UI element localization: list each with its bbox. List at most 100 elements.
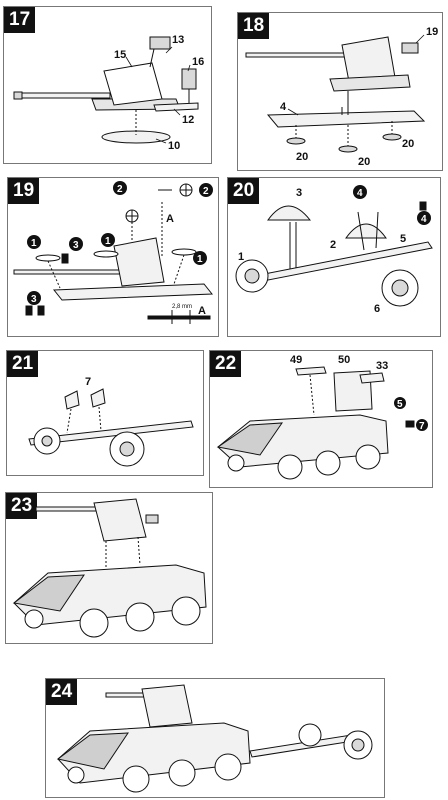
step-24-number: 24 <box>46 679 78 705</box>
vehicle-wheel-2 <box>315 450 341 476</box>
part-33-rail <box>359 372 385 384</box>
trailer-wheel-left <box>298 723 322 747</box>
gun-barrel <box>19 92 111 99</box>
part-49-bench <box>295 366 327 376</box>
step-22-number: 22 <box>210 351 242 377</box>
part-20-pad-right <box>382 133 402 141</box>
callout-1-left: 1 <box>31 238 37 249</box>
part-label-1: 1 <box>238 251 244 263</box>
part-label-50: 50 <box>338 354 350 366</box>
step-17-panel: 17 15 13 16 12 10 <box>3 6 212 164</box>
part-label-10: 10 <box>168 140 180 152</box>
step-17-number: 17 <box>4 7 36 33</box>
step-19-panel: 19 <box>7 177 219 337</box>
part-label-2: 2 <box>330 239 336 251</box>
step-17-illustration: 15 13 16 12 10 <box>13 34 204 152</box>
step-23-number: 23 <box>6 493 38 519</box>
part-label-49: 49 <box>290 354 302 366</box>
part-20-pad-center <box>338 145 358 153</box>
part-12-platform <box>153 102 199 112</box>
callout-2-left: 2 <box>117 184 123 195</box>
part-label-20-left: 20 <box>296 151 308 163</box>
vehicle-wheel-front <box>67 766 85 784</box>
vehicle-wheel-3 <box>171 596 201 626</box>
step-23-panel: 23 <box>5 492 213 644</box>
part-20-pad-left <box>286 137 306 145</box>
callout-1-right: 1 <box>197 254 203 265</box>
part-label-4: 4 <box>280 101 287 113</box>
vehicle-wheel-3 <box>214 753 242 781</box>
measure-rod <box>147 315 211 320</box>
step-24-illustration <box>56 684 373 793</box>
part-label-20-right: 20 <box>402 138 414 150</box>
step-24-panel: 24 <box>45 678 385 798</box>
vehicle-hood <box>216 422 283 456</box>
part-label-15: 15 <box>114 49 126 61</box>
step-23-illustration <box>12 498 207 638</box>
gun-cross-base <box>52 283 214 301</box>
vehicle-wheel-2 <box>125 602 155 632</box>
callout-4-right: 4 <box>421 214 427 225</box>
part-3-fender <box>267 205 312 221</box>
callout-7: 7 <box>419 421 425 432</box>
vehicle-hood <box>56 732 129 770</box>
part-label-12: 12 <box>182 114 194 126</box>
vehicle-wheel-front <box>24 609 44 629</box>
step-22-panel: 22 49 50 33 5 7 <box>209 350 433 488</box>
callout-4-top: 4 <box>357 188 363 199</box>
callout-3-bottom: 3 <box>31 294 37 305</box>
part-label-33: 33 <box>376 360 388 372</box>
part-13-sight <box>149 36 171 50</box>
callout-1-center: 1 <box>105 236 111 247</box>
part-label-5: 5 <box>400 233 406 245</box>
outrigger-pad-2 <box>93 250 119 258</box>
callout-5: 5 <box>397 399 403 410</box>
part-label-19: 19 <box>426 26 438 38</box>
part-label-13: 13 <box>172 34 184 46</box>
step-20-panel: 20 3 4 1 2 5 4 6 <box>227 177 441 337</box>
outrigger-pad-3 <box>171 248 197 256</box>
gun-mount <box>93 498 147 542</box>
step-19-illustration: 1 2 2 3 1 1 3 1 A A 2,8 mm <box>13 181 214 324</box>
part-7-mudguard-right <box>90 388 106 408</box>
part-label-20-center: 20 <box>358 156 370 168</box>
part-7-mudguard-left <box>64 390 80 410</box>
part-label-3: 3 <box>296 187 302 199</box>
vehicle-wheel-3 <box>355 444 381 470</box>
measurement-label: 2,8 mm <box>172 304 192 310</box>
part-label-6: 6 <box>374 303 380 315</box>
step-20-number: 20 <box>228 178 260 204</box>
step-21-number: 21 <box>7 351 39 377</box>
trailer-drawbar <box>28 420 194 446</box>
step-21-illustration: 7 <box>28 376 194 467</box>
part-label-16: 16 <box>192 56 204 68</box>
part-4-fender <box>345 223 387 239</box>
gun-mount <box>141 684 193 728</box>
step-18-panel: 18 19 4 20 20 20 <box>237 12 443 171</box>
vehicle-wheel-1 <box>79 608 109 638</box>
callout-3-center: 3 <box>73 240 79 251</box>
outrigger-pad-1 <box>35 254 61 262</box>
gun-barrel <box>13 269 135 275</box>
step-22-illustration: 49 50 33 5 7 <box>216 354 428 480</box>
point-label-A-top: A <box>166 213 174 225</box>
step-19-number: 19 <box>8 178 40 204</box>
part-19-seat <box>401 42 419 54</box>
step-18-number: 18 <box>238 13 270 39</box>
part-10-base-ring <box>101 130 171 144</box>
vehicle-wheel-1 <box>277 454 303 480</box>
step-21-panel: 21 7 <box>6 350 204 476</box>
part-label-7: 7 <box>85 376 91 388</box>
step-18-illustration: 19 4 20 20 20 <box>245 26 438 168</box>
step-20-illustration: 3 4 1 2 5 4 6 <box>235 185 433 315</box>
gun-barrel <box>245 52 357 58</box>
callout-2-right: 2 <box>203 186 209 197</box>
part-16-seat <box>181 68 197 90</box>
vehicle-wheel-2 <box>168 759 196 787</box>
gun-mount-shield <box>103 62 163 106</box>
gun-mount <box>113 237 165 287</box>
point-label-A-bottom: A <box>198 305 206 317</box>
vehicle-wheel-1 <box>122 765 150 793</box>
part-4-cross-base <box>266 110 426 128</box>
vehicle-wheel-front <box>227 454 245 472</box>
